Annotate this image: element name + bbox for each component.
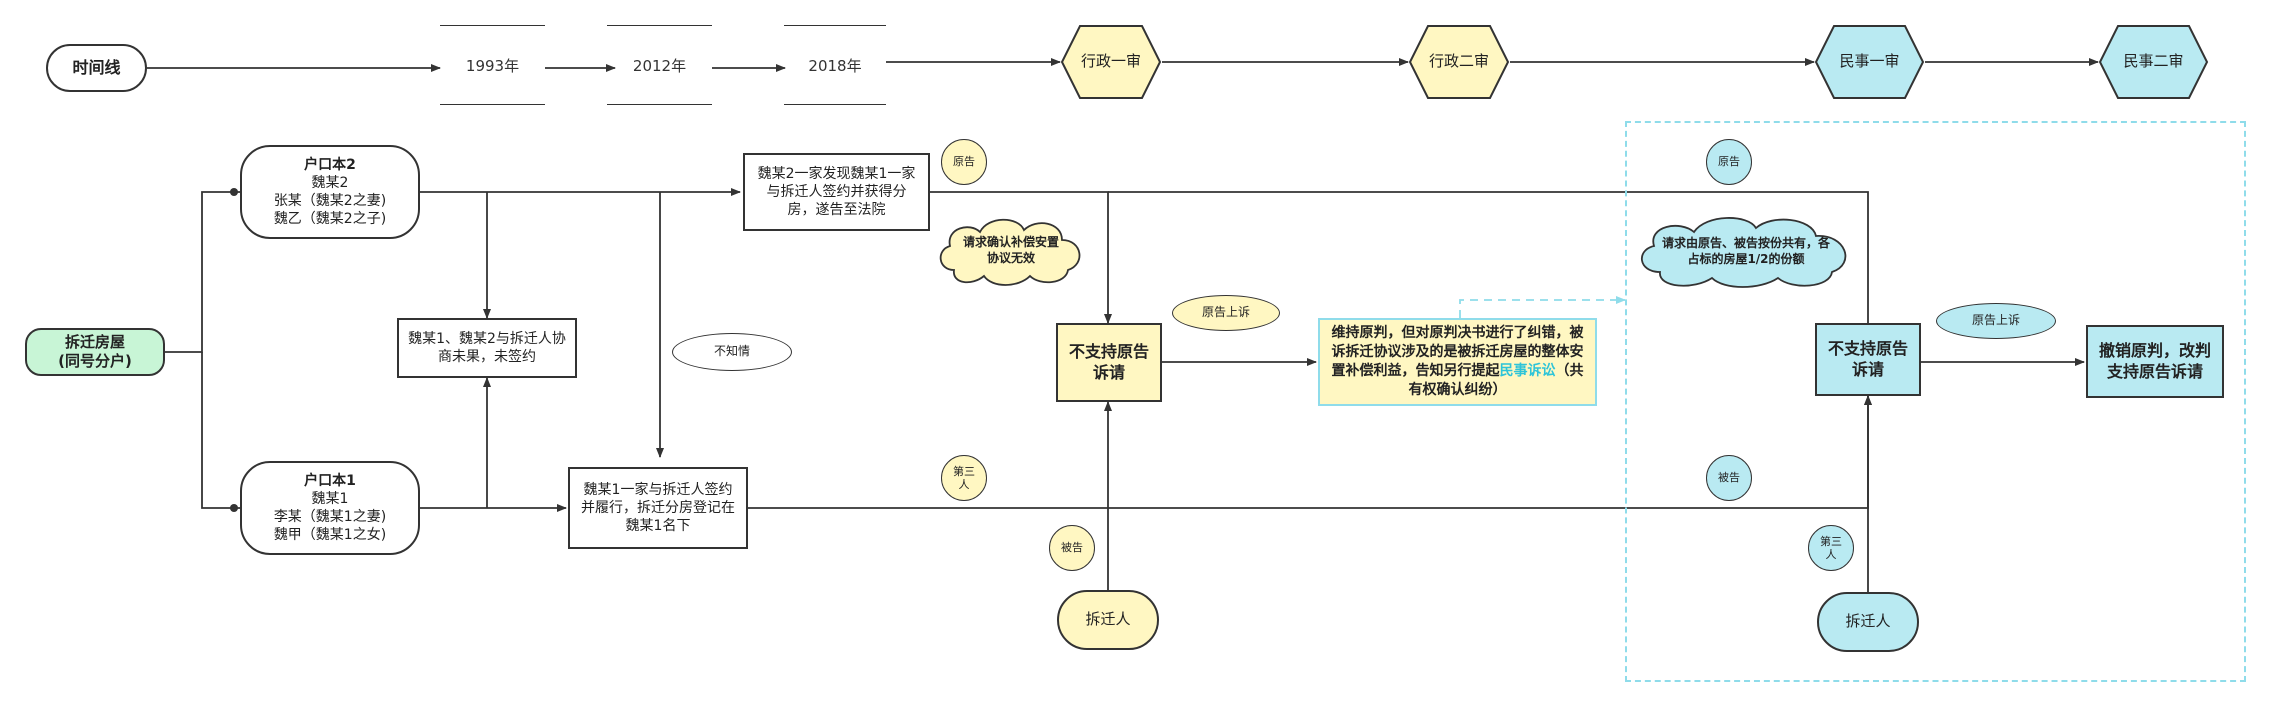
appeal-badge-admin: 原告上诉 xyxy=(1172,295,1280,331)
civil-litigation-link[interactable]: 民事诉讼 xyxy=(1499,362,1556,379)
stage-civil-first: 民事一审 xyxy=(1814,24,1925,100)
event-text: 魏某1、魏某2与拆迁人协商未果，未签约 xyxy=(408,330,566,365)
household-2: 户口本2 魏某2 张某（魏某2之妻) 魏乙（魏某2之子) xyxy=(240,145,420,239)
appeal-badge-civil: 原告上诉 xyxy=(1936,303,2056,339)
timeline-start-label: 时间线 xyxy=(72,57,121,77)
result-text: 撤销原判，改判支持原告诉请 xyxy=(2098,340,2211,381)
admin-second-instance-result: 维持原判，但对原判决书进行了纠错，被诉拆迁协议涉及的是被拆迁房屋的整体安置补偿利… xyxy=(1318,318,1597,406)
result-text: 不支持原告诉请 xyxy=(1069,341,1150,382)
claim-text: 请求确认补偿安置协议无效 xyxy=(962,234,1059,265)
household-member: 张某（魏某2之妻) xyxy=(273,193,387,209)
plaintiff-badge-civil: 原告 xyxy=(1706,139,1752,185)
claim-cloud-admin: 请求确认补偿安置协议无效 xyxy=(932,212,1090,288)
event-text: 魏某2一家发现魏某1一家与拆迁人签约并获得分房，遂告至法院 xyxy=(757,165,916,219)
household-title: 户口本1 xyxy=(304,472,356,489)
civil-litigation-region xyxy=(1625,121,2246,682)
stage-label: 行政一审 xyxy=(1080,52,1141,71)
year-2012: 2012年 xyxy=(607,25,712,105)
third-party-badge-civil: 第三人 xyxy=(1808,525,1854,571)
demolisher-civil: 拆迁人 xyxy=(1817,592,1919,652)
event-text: 魏某1一家与拆迁人签约并履行，拆迁分房登记在魏某1名下 xyxy=(581,481,735,535)
stage-label: 民事一审 xyxy=(1839,52,1900,71)
demolisher-admin: 拆迁人 xyxy=(1057,590,1159,650)
root-line2: (同号分户) xyxy=(58,352,132,370)
household-member: 李某（魏某1之妻) xyxy=(273,509,387,525)
civil-second-instance-result: 撤销原判，改判支持原告诉请 xyxy=(2086,325,2224,398)
event-signed-agreement: 魏某1一家与拆迁人签约并履行，拆迁分房登记在魏某1名下 xyxy=(568,467,748,549)
stage-admin-first: 行政一审 xyxy=(1060,24,1162,100)
year-2018: 2018年 xyxy=(784,25,886,105)
third-party-badge-admin: 第三人 xyxy=(941,455,987,501)
defendant-badge-civil: 被告 xyxy=(1706,455,1752,501)
timeline-start-node: 时间线 xyxy=(46,44,147,92)
event-negotiation-failed: 魏某1、魏某2与拆迁人协商未果，未签约 xyxy=(397,318,577,378)
civil-first-instance-result: 不支持原告诉请 xyxy=(1815,323,1921,396)
household-member: 魏甲（魏某1之女) xyxy=(273,527,387,544)
result-text: 不支持原告诉请 xyxy=(1828,338,1909,379)
result-text-tail: （共有权确认纠纷） xyxy=(1408,362,1584,398)
defendant-badge-admin: 被告 xyxy=(1049,525,1095,571)
household-1: 户口本1 魏某1 李某（魏某1之妻) 魏甲（魏某1之女) xyxy=(240,461,420,555)
household-member: 魏某2 xyxy=(311,174,349,191)
stage-admin-second: 行政二审 xyxy=(1408,24,1510,100)
claim-cloud-civil: 请求由原告、被告按份共有，各占标的房屋1/2的份额 xyxy=(1632,212,1860,290)
household-title: 户口本2 xyxy=(304,156,356,173)
root-line1: 拆迁房屋 xyxy=(64,332,125,351)
year-label: 1993年 xyxy=(465,56,520,75)
stage-civil-second: 民事二审 xyxy=(2098,24,2209,100)
year-label: 2018年 xyxy=(808,56,862,75)
plaintiff-badge-admin: 原告 xyxy=(941,139,987,185)
event-discover-and-sue: 魏某2一家发现魏某1一家与拆迁人签约并获得分房，遂告至法院 xyxy=(743,153,930,231)
claim-text: 请求由原告、被告按份共有，各占标的房屋1/2的份额 xyxy=(1662,235,1831,266)
year-label: 2012年 xyxy=(632,56,687,75)
result-text: 维持原判，但对原判决书进行了纠错，被诉拆迁协议涉及的是被拆迁房屋的整体安置补偿利… xyxy=(1331,325,1584,379)
unaware-label: 不知情 xyxy=(672,333,792,371)
admin-first-instance-result: 不支持原告诉请 xyxy=(1056,323,1162,402)
stage-label: 行政二审 xyxy=(1428,52,1489,71)
stage-label: 民事二审 xyxy=(2123,52,2184,71)
household-member: 魏某1 xyxy=(311,490,349,507)
root-demolished-house: 拆迁房屋 (同号分户) xyxy=(25,328,165,376)
year-1993: 1993年 xyxy=(440,25,545,105)
household-member: 魏乙（魏某2之子) xyxy=(273,211,387,228)
